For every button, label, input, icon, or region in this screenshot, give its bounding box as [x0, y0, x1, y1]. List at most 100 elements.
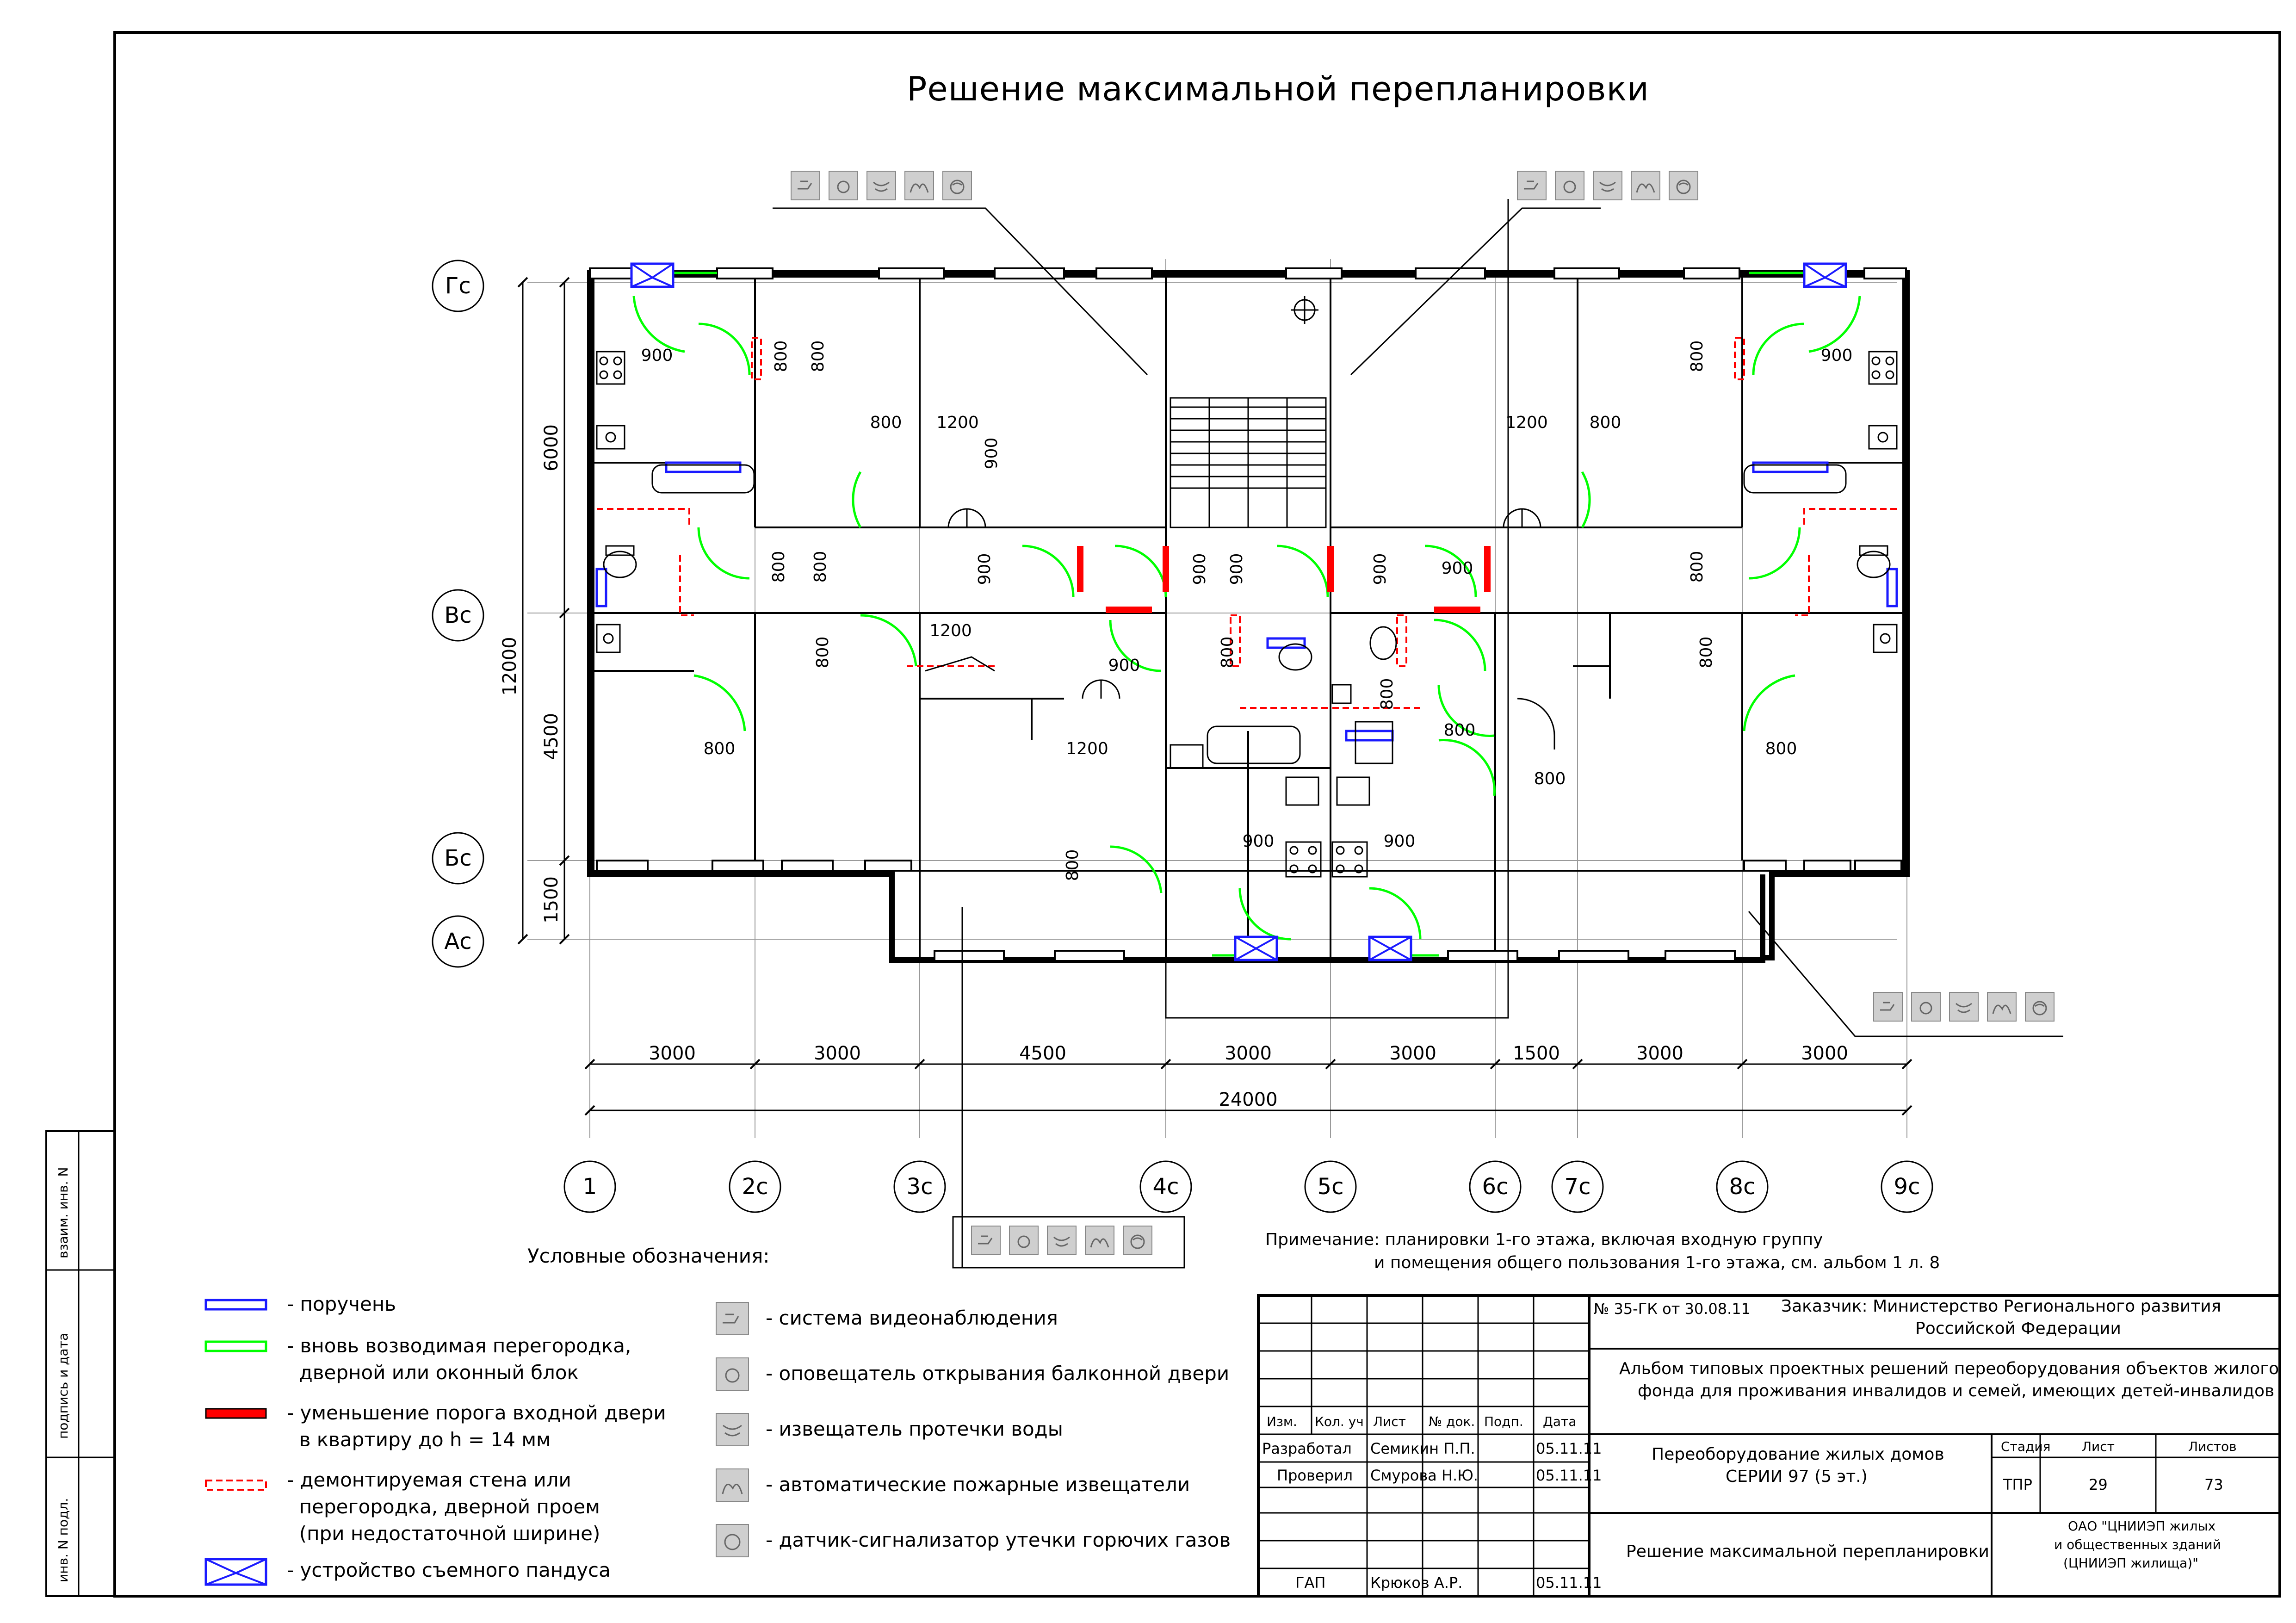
- svg-text:800: 800: [1697, 637, 1716, 669]
- dim-total: 24000: [1219, 1089, 1277, 1110]
- axis-bubbles: [432, 260, 1933, 1213]
- col-label-8: 8с: [1729, 1174, 1756, 1200]
- dim-bottom-6: 1500: [1513, 1043, 1560, 1064]
- tb-header-rev: Изм.: [1267, 1414, 1297, 1429]
- tb-customer: Заказчик: Министерство Регионального раз…: [1781, 1297, 2222, 1316]
- legend-leak-sensor-text: - извещатель протечки воды: [766, 1418, 1063, 1440]
- col-label-3: 3с: [907, 1174, 933, 1200]
- svg-text:900: 900: [975, 553, 994, 585]
- tb-album-line-1: Альбом типовых проектных решений переобо…: [1619, 1359, 2279, 1378]
- svg-text:900: 900: [1384, 832, 1416, 851]
- legend-title: Условные обозначения:: [527, 1245, 770, 1267]
- page-title: Решение максимальной перепланировки: [907, 69, 1649, 108]
- dim-bottom-4: 3000: [1225, 1043, 1272, 1064]
- svg-text:900: 900: [1227, 553, 1246, 585]
- note-line-1: Примечание: планировки 1-го этажа, включ…: [1265, 1230, 1823, 1249]
- svg-text:800: 800: [1378, 678, 1397, 710]
- device-icons-bottom-right: [1873, 991, 2055, 1022]
- tb-org-line-2: и общественных зданий: [2054, 1537, 2221, 1552]
- handrails: [595, 461, 1898, 742]
- ramps: [630, 262, 1847, 961]
- svg-text:800: 800: [809, 341, 828, 372]
- svg-text:900: 900: [1821, 346, 1853, 365]
- svg-text:900: 900: [1442, 559, 1473, 578]
- dim-bottom-2: 3000: [814, 1043, 861, 1064]
- legend-ramp-text: - устройство съемного пандуса: [287, 1559, 611, 1581]
- col-label-4: 4с: [1153, 1174, 1179, 1200]
- stamp-original-inv: инв. N подл.: [56, 1498, 71, 1582]
- svg-text:800: 800: [813, 637, 832, 669]
- tb-header-sign: Подп.: [1484, 1414, 1523, 1429]
- title-block-grid: [1257, 1294, 2281, 1598]
- svg-text:800: 800: [1063, 849, 1082, 881]
- svg-text:800: 800: [1765, 739, 1797, 758]
- device-icons-top-right: [1516, 170, 1699, 201]
- new-partition-symbol: [204, 1340, 267, 1352]
- dim-bottom-8: 3000: [1801, 1043, 1848, 1064]
- col-label-7: 7с: [1565, 1174, 1591, 1200]
- svg-text:800: 800: [1688, 551, 1707, 583]
- tb-sheet-value: 29: [2089, 1476, 2108, 1493]
- dim-left-1: 6000: [541, 424, 562, 471]
- svg-text:1200: 1200: [1505, 413, 1548, 432]
- tb-date-gap: 05.11.11: [1536, 1574, 1602, 1592]
- tb-name-checker: Смурова Н.Ю.: [1370, 1467, 1478, 1484]
- demolished-wall-symbol: [205, 1480, 267, 1491]
- svg-text:800: 800: [1688, 341, 1707, 372]
- stamp-exchange-inv: взаим. инв. N: [56, 1167, 71, 1258]
- tb-role-gap: ГАП: [1295, 1574, 1326, 1592]
- svg-text:900: 900: [1243, 832, 1275, 851]
- tb-role-checker: Проверил: [1277, 1467, 1353, 1484]
- tb-album-line-2: фонда для проживания инвалидов и семей, …: [1638, 1381, 2275, 1400]
- tb-header-sheet: Лист: [1373, 1414, 1406, 1429]
- tb-date-checker: 05.11.11: [1536, 1467, 1602, 1484]
- dim-left-total: 12000: [499, 637, 520, 695]
- legend-demolished-text: - демонтируемая стена или перегородка, д…: [287, 1468, 600, 1545]
- legend-fire-detector-text: - автоматические пожарные извещатели: [766, 1473, 1190, 1496]
- dim-bottom-5: 3000: [1389, 1043, 1436, 1064]
- ramp-symbol: [204, 1558, 267, 1586]
- tb-stage-value: ТПР: [2003, 1476, 2032, 1493]
- dim-left-3: 1500: [541, 876, 562, 923]
- legend-gas-sensor-text: - датчик-сигнализатор утечки горючих газ…: [766, 1529, 1231, 1551]
- outer-walls: [587, 270, 1910, 963]
- windows: [589, 267, 1907, 962]
- row-label-A: Ас: [444, 929, 471, 954]
- dim-bottom-1: 3000: [649, 1043, 696, 1064]
- svg-text:800: 800: [811, 551, 830, 583]
- inner-walls: [590, 276, 1907, 960]
- svg-text:900: 900: [1108, 656, 1140, 675]
- threshold-changes: [1077, 546, 1491, 613]
- legend-balcony-alarm-text: - оповещатель открывания балконной двери: [766, 1362, 1230, 1385]
- svg-text:900: 900: [982, 438, 1001, 470]
- demolished-walls: [597, 337, 1897, 709]
- col-label-6: 6с: [1482, 1174, 1509, 1200]
- tb-stage-label: Стадия: [2001, 1439, 2051, 1454]
- grid-lines: [527, 259, 1907, 1138]
- svg-text:900: 900: [641, 346, 673, 365]
- tb-org-line-1: ОАО "ЦНИИЭП жилых: [2068, 1518, 2216, 1534]
- dim-bottom-3: 4500: [1019, 1043, 1066, 1064]
- tb-date-developer: 05.11.11: [1536, 1440, 1602, 1457]
- tb-sheets-value: 73: [2204, 1476, 2223, 1493]
- svg-text:800: 800: [1534, 769, 1566, 788]
- threshold-symbol: [205, 1408, 267, 1419]
- leader-lines: [773, 199, 2063, 1269]
- tb-header-qty: Кол. уч: [1315, 1414, 1364, 1429]
- device-icons-top-left: [790, 170, 972, 201]
- legend-camera-text: - система видеонаблюдения: [766, 1307, 1058, 1329]
- svg-text:800: 800: [1590, 413, 1621, 432]
- plumbing-fixtures: [596, 351, 1898, 878]
- svg-text:900: 900: [1371, 553, 1390, 585]
- svg-text:800: 800: [1218, 637, 1237, 669]
- sheet-frame: [113, 31, 2281, 1598]
- tb-header-docnum: № док.: [1429, 1414, 1475, 1429]
- svg-text:800: 800: [1444, 721, 1476, 740]
- legend-threshold-text: - уменьшение порога входной двери в квар…: [287, 1401, 666, 1451]
- row-label-B: Бс: [444, 845, 471, 871]
- tb-name-developer: Семикин П.П.: [1370, 1440, 1475, 1457]
- svg-text:800: 800: [704, 739, 736, 758]
- svg-text:800: 800: [870, 413, 902, 432]
- dim-left-2: 4500: [541, 713, 562, 760]
